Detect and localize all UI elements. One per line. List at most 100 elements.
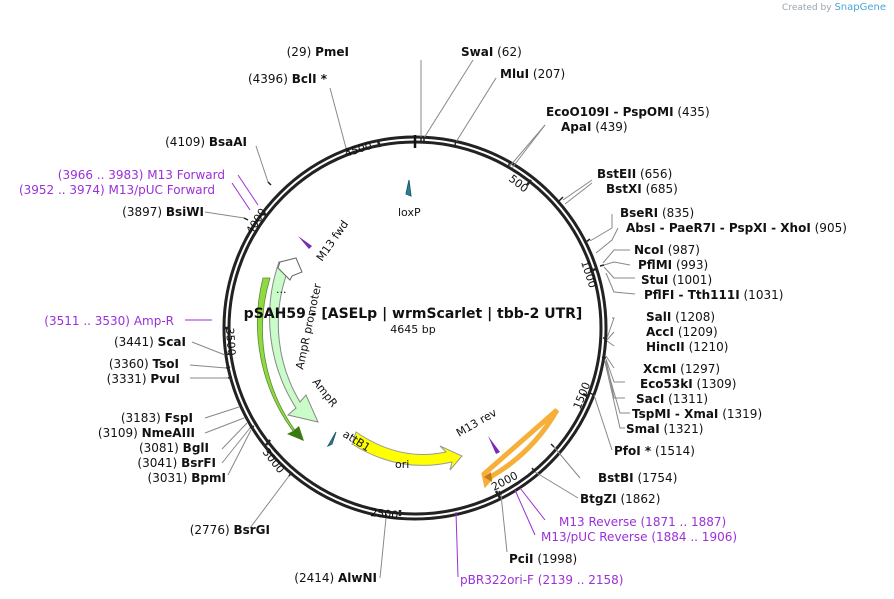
- orange-feature: [481, 408, 560, 489]
- site-name: NmeAIII: [142, 426, 195, 440]
- loxp-feature: [405, 179, 412, 197]
- tick-2500: 2500: [370, 506, 399, 522]
- site-name: PfoI *: [614, 444, 652, 458]
- ampr-promoter-label: AmpR promoter: [293, 282, 324, 371]
- site-name: ScaI: [158, 335, 186, 349]
- site-position: (62): [497, 45, 522, 59]
- site-position: (2139 .. 2158): [538, 573, 624, 587]
- site-name: NcoI: [634, 243, 664, 257]
- ampr-feature: [269, 260, 319, 423]
- site-position: (3897): [122, 205, 162, 219]
- ampr-label: AmpR: [310, 376, 341, 410]
- site-name: ApaI: [561, 120, 591, 134]
- site-label-pbr: pBR322ori-F (2139 .. 2158): [460, 573, 623, 587]
- site-label-tsoi: (3360) TsoI: [109, 357, 179, 371]
- site-label-absi: AbsI - PaeR7I - PspXI - XhoI (905): [626, 221, 847, 235]
- orange-feature-arrowhead: [484, 472, 492, 482]
- site-label-bsaai: (4109) BsaAI: [165, 135, 247, 149]
- site-name: FspI: [165, 411, 193, 425]
- site-position: (1309): [697, 377, 737, 391]
- site-position: (3511 .. 3530): [44, 314, 130, 328]
- site-label-bsrgi: (2776) BsrGI: [190, 523, 270, 537]
- site-label-pcii: PciI (1998): [509, 552, 577, 566]
- site-label-m13pucrev: M13/pUC Reverse (1884 .. 1906): [541, 530, 737, 544]
- site-position: (987): [668, 243, 700, 257]
- site-name: Eco53kI: [640, 377, 693, 391]
- site-name: BsrGI: [233, 523, 270, 537]
- site-name: SacI: [636, 392, 664, 406]
- scale-marks: [224, 140, 597, 516]
- site-name: BsrFI: [181, 456, 216, 470]
- leader-lines: [189, 59, 636, 579]
- attb1-label: attB1: [340, 428, 372, 455]
- site-label-m13pucfwd: (3952 .. 3974) M13/pUC Forward: [19, 183, 215, 197]
- site-label-m13rev: M13 Reverse (1871 .. 1887): [559, 515, 726, 529]
- site-name: BclI *: [292, 72, 328, 86]
- site-name: PmeI: [315, 45, 349, 59]
- ori-feature: [351, 431, 463, 471]
- site-name: SwaI: [461, 45, 493, 59]
- site-label-pfoi: PfoI * (1514): [614, 444, 695, 458]
- site-name: BstXI: [606, 182, 642, 196]
- tick-3500: 3500: [223, 327, 238, 356]
- site-label-acci: AccI (1209): [646, 325, 718, 339]
- site-position: (3081): [139, 441, 179, 455]
- site-label-bcli: (4396) BclI *: [248, 72, 328, 86]
- site-name: PflMI: [638, 258, 672, 272]
- site-name: AccI: [646, 325, 674, 339]
- site-label-sali: SalI (1208): [646, 310, 715, 324]
- site-label-saci: SacI (1311): [636, 392, 708, 406]
- site-name: EcoO109I - PspOMI: [546, 105, 674, 119]
- site-label-eco53ki: Eco53kI (1309): [640, 377, 736, 391]
- cut-sites: [224, 137, 607, 518]
- site-position: (3109): [98, 426, 138, 440]
- site-label-mlui: MluI (207): [500, 67, 565, 81]
- credit-text: Created by: [782, 3, 832, 13]
- site-position: (1884 .. 1906): [651, 530, 737, 544]
- site-label-bsrfi: (3041) BsrFI: [137, 456, 216, 470]
- site-name: PflFI - Tth111I: [644, 288, 740, 302]
- site-name: BglI: [183, 441, 209, 455]
- tick-500: 500: [506, 172, 531, 195]
- site-position: (1998): [537, 552, 577, 566]
- site-position: (1754): [637, 471, 677, 485]
- site-position: (3360): [109, 357, 149, 371]
- m13-rev-label: M13 rev: [454, 406, 499, 440]
- site-name: Amp-R: [134, 314, 174, 328]
- site-position: (1319): [722, 407, 762, 421]
- site-position: (685): [646, 182, 678, 196]
- plasmid-name: pSAH59 - [ASELp | wrmScarlet | tbb-2 UTR…: [244, 306, 583, 322]
- site-label-bgli: (3081) BglI: [139, 441, 209, 455]
- site-name: BstEII: [597, 167, 636, 181]
- site-position: (1210): [689, 340, 729, 354]
- site-label-smai: SmaI (1321): [626, 422, 703, 436]
- site-position: (3952 .. 3974): [19, 183, 105, 197]
- site-label-stui: StuI (1001): [641, 273, 712, 287]
- small-feature-arrow: [277, 257, 303, 281]
- site-name: AbsI - PaeR7I - PspXI - XhoI: [626, 221, 811, 235]
- site-label-pvui: (3331) PvuI: [107, 372, 180, 386]
- site-label-m13fwd: (3966 .. 3983) M13 Forward: [58, 168, 225, 182]
- site-position: (29): [287, 45, 312, 59]
- site-label-ncoi: NcoI (987): [634, 243, 700, 257]
- site-label-bstxi: BstXI (685): [606, 182, 678, 196]
- site-position: (1209): [678, 325, 718, 339]
- site-name: TspMI - XmaI: [632, 407, 718, 421]
- site-name: BpmI: [191, 471, 226, 485]
- site-position: (3441): [114, 335, 154, 349]
- site-name: XcmI: [643, 362, 676, 376]
- site-label-ampr_primer: (3511 .. 3530) Amp-R: [44, 314, 174, 328]
- site-label-tspmi: TspMI - XmaI (1319): [632, 407, 762, 421]
- site-label-btgzi: BtgZI (1862): [580, 492, 660, 506]
- site-position: (3041): [137, 456, 177, 470]
- site-position: (1862): [620, 492, 660, 506]
- site-position: (207): [533, 67, 565, 81]
- site-position: (656): [640, 167, 672, 181]
- primer-leaders: [185, 174, 546, 578]
- snapgene-logo: SnapGene: [834, 2, 886, 13]
- tick-4000: 4000: [244, 206, 270, 237]
- site-position: (1031): [744, 288, 784, 302]
- site-position: (835): [662, 206, 694, 220]
- loxp-label: loxP: [398, 206, 421, 219]
